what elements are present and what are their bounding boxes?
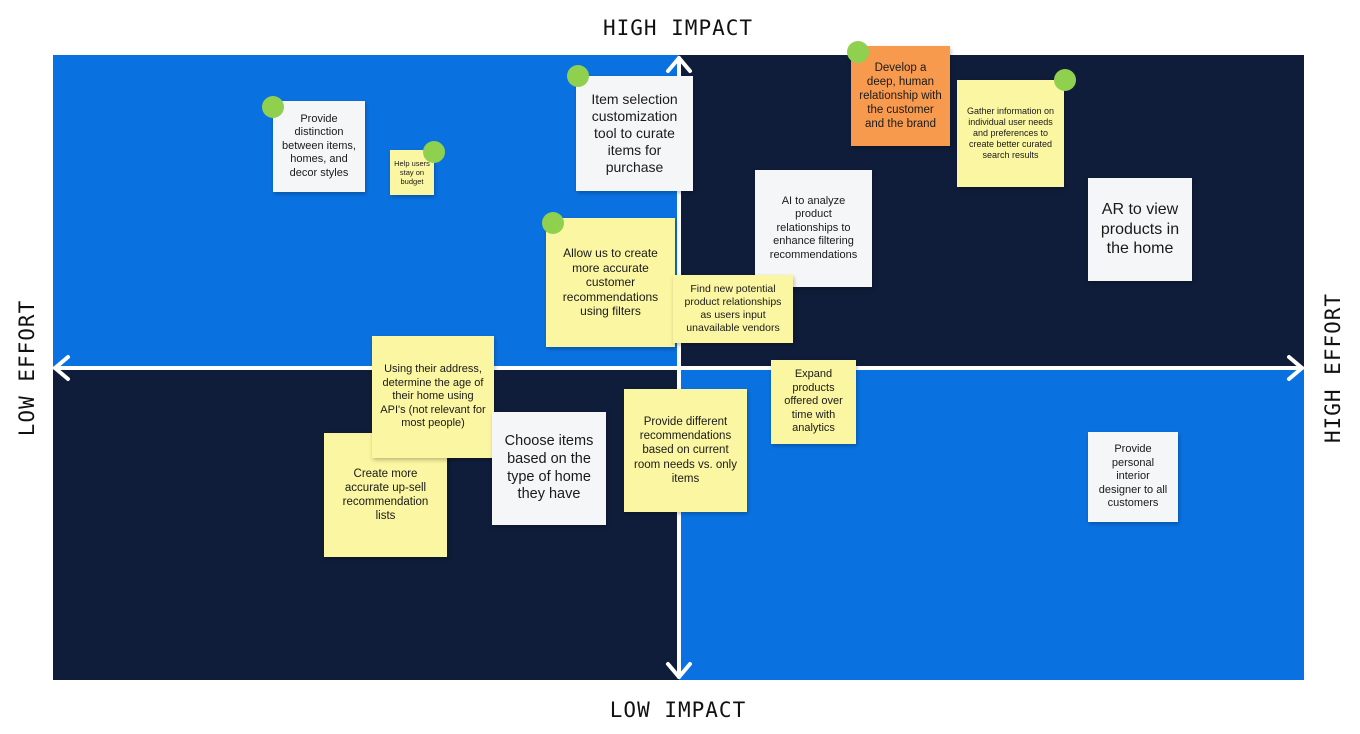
sticky-note-text: Expand products offered over time with a… <box>784 368 843 435</box>
vote-dot[interactable] <box>423 141 445 163</box>
sticky-note-find-relationships[interactable]: Find new potential product relationships… <box>673 275 793 343</box>
axis-label-high-effort: HIGH EFFORT <box>1321 292 1345 444</box>
sticky-note-choose-items[interactable]: Choose items based on the type of home t… <box>492 412 606 525</box>
sticky-note-text: Allow us to create more accurate custome… <box>562 245 659 319</box>
sticky-note-text: Using their address, determine the age o… <box>380 363 486 430</box>
axis-label-low-effort: LOW EFFORT <box>15 299 39 437</box>
sticky-note-text: Provide distinction between items, homes… <box>282 112 356 179</box>
sticky-note-text: Find new potential product relationships… <box>684 283 782 334</box>
axis-label-high-impact: HIGH IMPACT <box>602 16 754 40</box>
sticky-note-interior-designer[interactable]: Provide personal interior designer to al… <box>1088 432 1178 522</box>
vote-dot[interactable] <box>262 96 284 118</box>
sticky-note-ar-view[interactable]: AR to view products in the home <box>1088 178 1192 281</box>
sticky-note-text: AR to view products in the home <box>1100 201 1180 258</box>
sticky-note-distinction[interactable]: Provide distinction between items, homes… <box>273 101 365 192</box>
sticky-note-item-selection[interactable]: Item selection customization tool to cur… <box>576 76 693 191</box>
sticky-note-expand-products[interactable]: Expand products offered over time with a… <box>771 360 856 444</box>
sticky-note-gather-info[interactable]: Gather information on individual user ne… <box>957 80 1064 187</box>
vote-dot[interactable] <box>567 65 589 87</box>
axis-label-low-impact: LOW IMPACT <box>609 698 747 722</box>
sticky-note-accurate-filters[interactable]: Allow us to create more accurate custome… <box>546 218 675 347</box>
sticky-note-text: Item selection customization tool to cur… <box>591 90 678 176</box>
sticky-note-text: Create more accurate up-sell recommendat… <box>342 467 429 523</box>
sticky-note-text: AI to analyze product relationships to e… <box>769 194 858 261</box>
vote-dot[interactable] <box>542 212 564 234</box>
sticky-note-text: Choose items based on the type of home t… <box>504 433 594 503</box>
sticky-note-room-needs[interactable]: Provide different recommendations based … <box>624 389 747 512</box>
sticky-note-text: Gather information on individual user ne… <box>966 106 1055 160</box>
vote-dot[interactable] <box>847 41 869 63</box>
sticky-note-text: Develop a deep, human relationship with … <box>859 61 942 131</box>
sticky-note-text: Provide different recommendations based … <box>634 416 737 485</box>
sticky-note-text: Provide personal interior designer to al… <box>1098 443 1168 510</box>
sticky-note-address-age[interactable]: Using their address, determine the age o… <box>372 336 494 458</box>
sticky-note-ai-analyze[interactable]: AI to analyze product relationships to e… <box>755 170 872 287</box>
sticky-note-develop-relationship[interactable]: Develop a deep, human relationship with … <box>851 46 950 146</box>
sticky-note-text: Help users stay on budget <box>394 158 430 187</box>
vote-dot[interactable] <box>1054 69 1076 91</box>
